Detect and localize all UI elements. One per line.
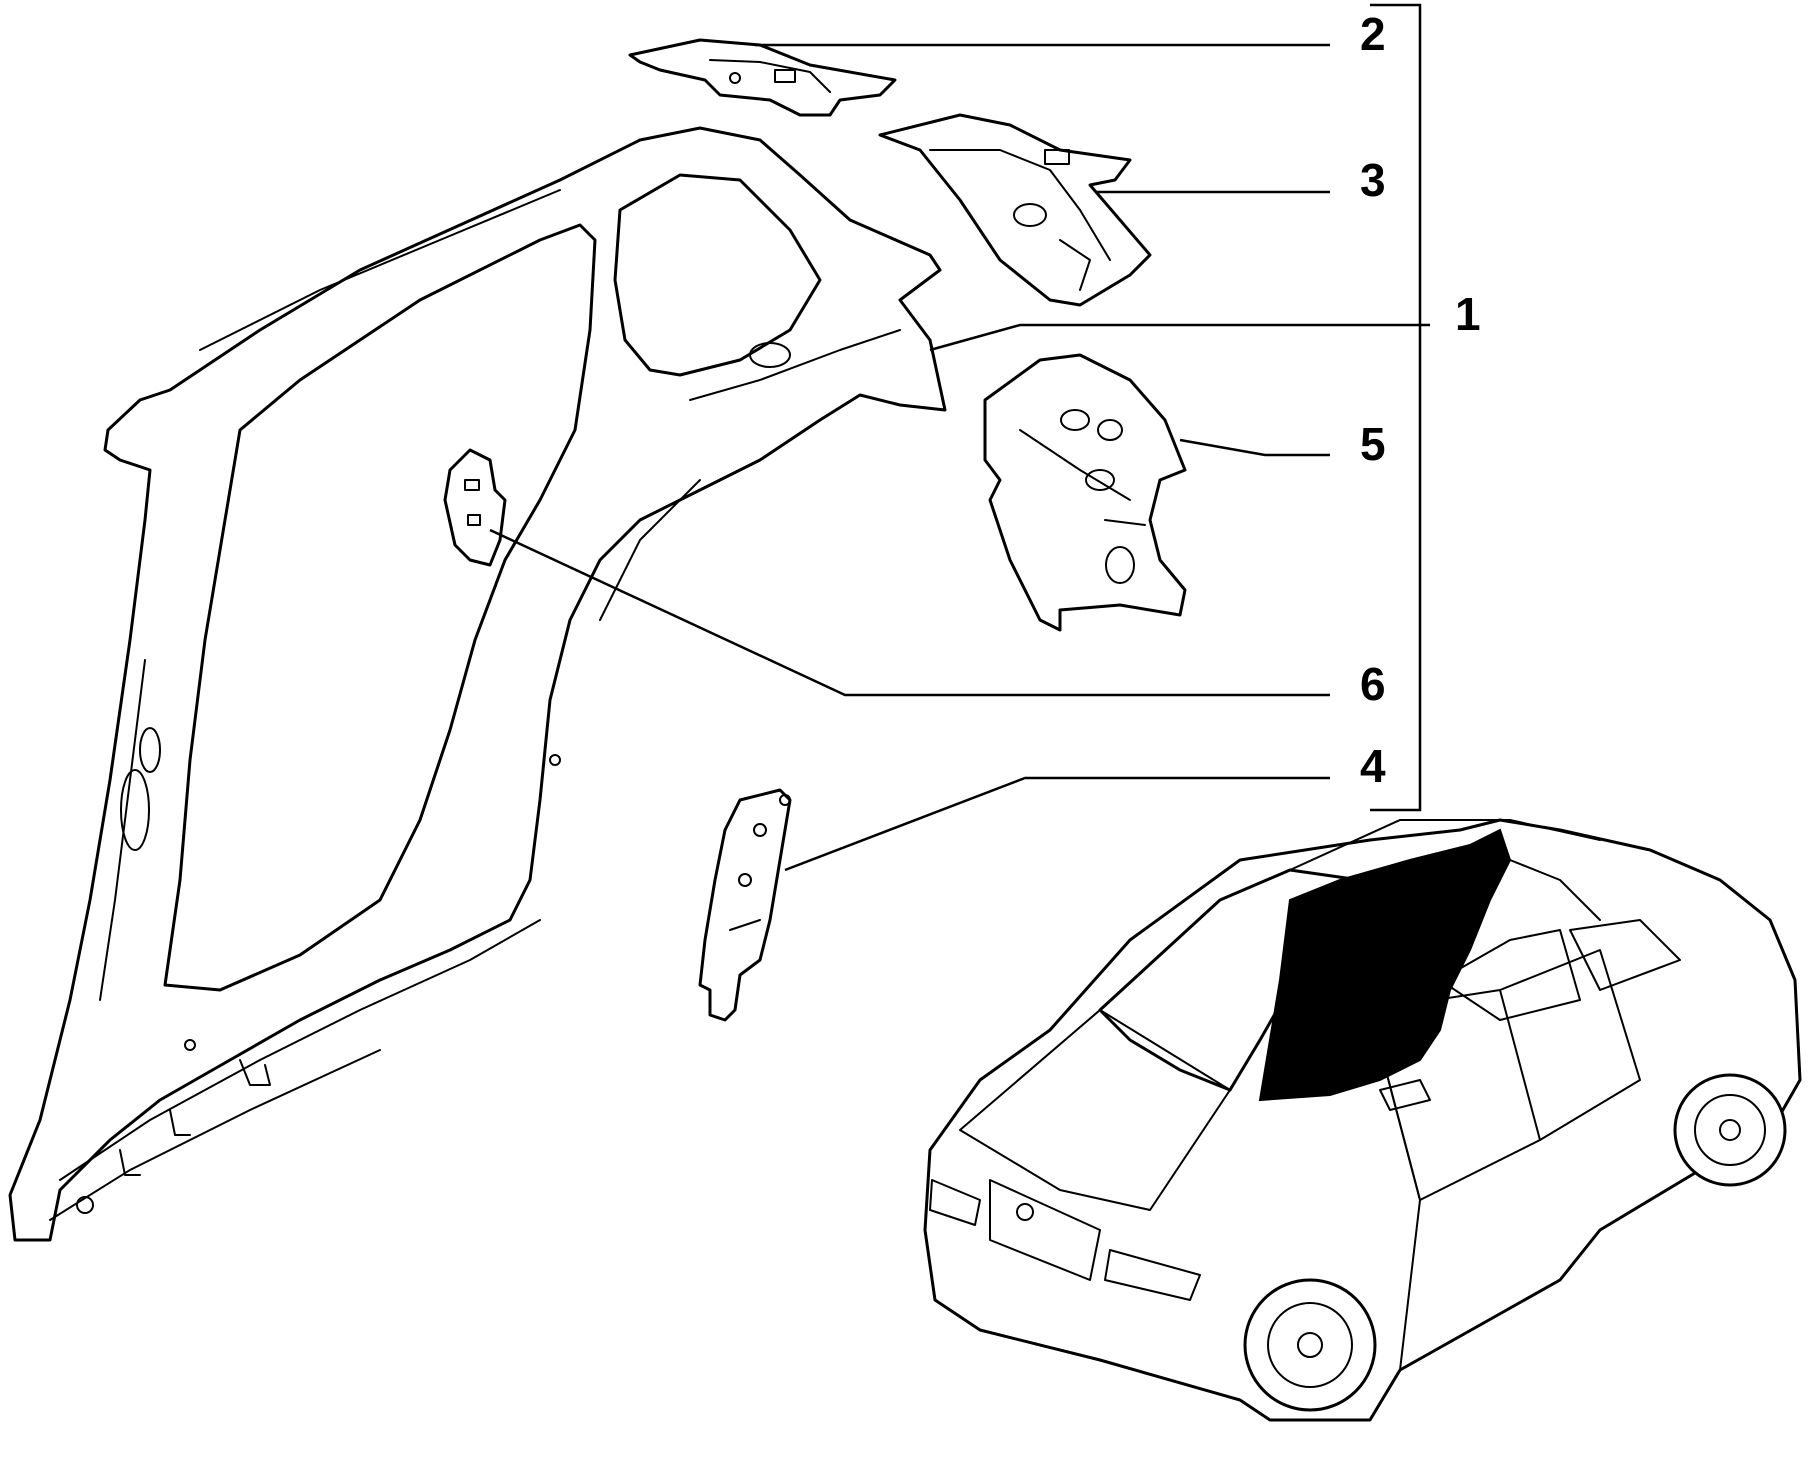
callout-3: 3	[1360, 154, 1386, 206]
leader-line-4	[784, 776, 1330, 872]
callout-4: 4	[1360, 740, 1386, 792]
part-5-arch-panel	[983, 353, 1187, 632]
part-1-side-panel	[8, 126, 947, 1242]
part-2-bracket	[628, 38, 897, 117]
leader-line-1	[929, 323, 1430, 352]
callout-5: 5	[1360, 418, 1386, 470]
part-4-reinforcement	[698, 788, 792, 1022]
car-location-illustration	[923, 818, 1802, 1422]
part-6-small-bracket	[443, 448, 507, 567]
highlighted-panel-location	[1258, 828, 1512, 1102]
callout-6: 6	[1360, 658, 1386, 710]
leader-line-6	[489, 528, 1330, 697]
callout-1: 1	[1455, 288, 1481, 340]
leader-line-5	[1179, 438, 1330, 457]
part-3-bracket	[878, 113, 1152, 307]
group-bracket-line	[1370, 3, 1422, 812]
callout-2: 2	[1360, 8, 1386, 60]
